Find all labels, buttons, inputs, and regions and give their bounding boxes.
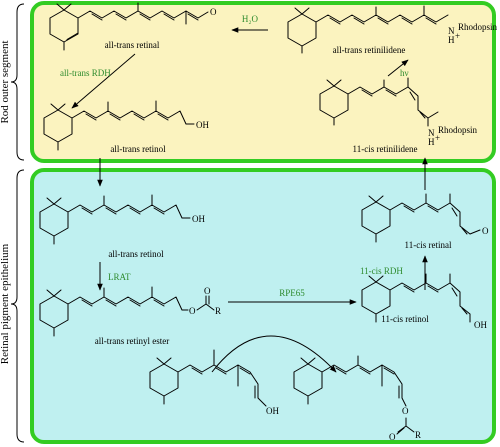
isomerization-curve-arrow (211, 335, 337, 373)
cis-retinol-oh: OH (474, 320, 487, 330)
rpe-label: Retinal pigment epithelium (0, 243, 11, 364)
all-trans-retinol-top-oh: OH (196, 120, 209, 130)
all-trans-retinilidene-protein: Rhodopsin (458, 22, 498, 32)
all-trans-retinol-bottom-label: all-trans retinol (108, 249, 164, 259)
ester-r-group: R (215, 306, 221, 316)
intermediate-alcohol-oh: OH (266, 406, 279, 416)
rod-outer-segment-bracket (10, 3, 25, 161)
cis-retinilidene-h: H (428, 137, 435, 147)
ester-oxygen-2: O (204, 286, 211, 296)
cis-retinol-molecule: OH (361, 273, 487, 330)
ester-oxygen-1: O (189, 306, 196, 316)
all-trans-retinyl-ester-label: all-trans retinyl ester (95, 336, 169, 346)
all-trans-retinilidene-h: H (448, 35, 455, 45)
all-trans-retinilidene-molecule: N H + Rhodopsin (287, 5, 498, 54)
cis-retinilidene-molecule: N H + Rhodopsin (319, 77, 478, 147)
intermediate-ester-r-group: R (415, 430, 421, 440)
all-trans-retinilidene-nitrogen: N (448, 26, 455, 36)
cis-retinal-molecule: O (361, 193, 489, 243)
lrat-label: LRAT (108, 272, 131, 282)
h2o-label: H₂O (242, 14, 259, 24)
all-trans-retinilidene-plus: + (455, 31, 460, 41)
intermediate-alcohol-molecule: OH (149, 349, 279, 416)
all-trans-retinyl-ester-molecule: O O R (39, 286, 221, 337)
all-trans-retinol-bottom-molecule: OH (39, 194, 205, 245)
cis-retinal-oxygen: O (482, 226, 489, 236)
cis-retinilidene-label: 11-cis retinilidene (353, 144, 418, 154)
all-trans-retinal-oxygen: O (210, 7, 217, 17)
all-trans-retinol-bottom-oh: OH (192, 214, 205, 224)
all-trans-rdh-label: all-trans RDH (60, 68, 111, 78)
cis-retinol-label: 11-cis retinol (381, 314, 429, 324)
rpe-bracket (10, 169, 25, 443)
rod-outer-segment-box (30, 1, 496, 163)
hv-arrow (387, 59, 409, 77)
all-trans-retinol-top-molecule: OH (43, 100, 209, 151)
intermediate-ester-oxygen-1: O (402, 406, 409, 416)
all-trans-retinal-molecule: O (49, 2, 217, 51)
retinal-pigment-epithelium-box (30, 168, 496, 444)
intermediate-ester-oxygen-2: O (389, 432, 396, 442)
intermediate-ester-molecule: O O R (293, 355, 421, 442)
cis-retinilidene-nitrogen: N (428, 128, 435, 138)
cis-rdh-label: 11-cis RDH (360, 266, 403, 276)
hv-label: hν (400, 68, 409, 78)
rod-outer-segment-label: Rod outer segment (0, 40, 11, 123)
all-trans-retinilidene-label: all-trans retinilidene (333, 45, 406, 55)
rpe65-label: RPE65 (279, 288, 305, 298)
all-trans-rdh-arrow (71, 53, 136, 109)
all-trans-retinol-top-label: all-trans retinol (110, 144, 166, 154)
cis-retinilidene-protein: Rhodopsin (438, 125, 478, 135)
all-trans-retinal-label: all-trans retinal (105, 40, 160, 50)
cis-retinal-label: 11-cis retinal (405, 240, 452, 250)
cis-retinilidene-plus: + (435, 133, 440, 143)
